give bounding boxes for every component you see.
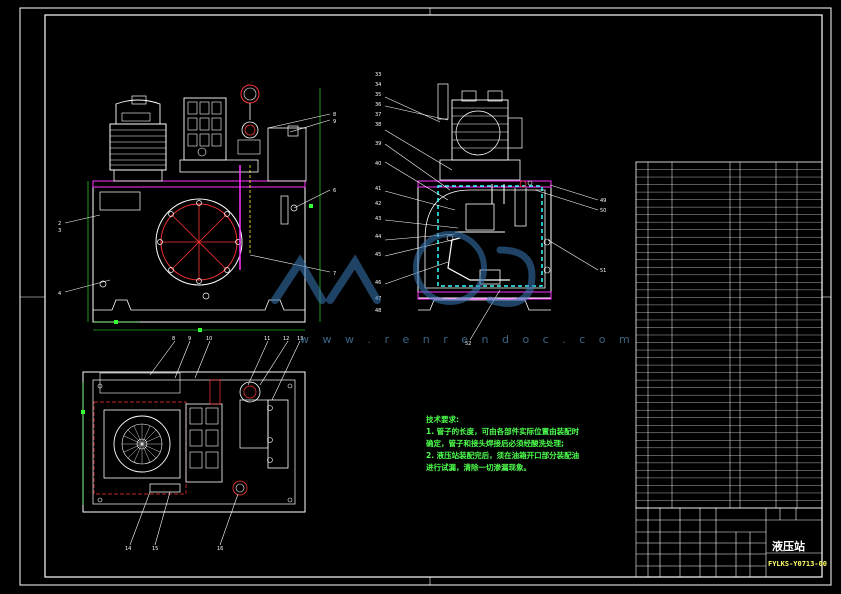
svg-text:46: 46 <box>375 280 381 286</box>
svg-text:41: 41 <box>375 186 381 192</box>
drawing-number: FYLKS-Y0713-00 <box>768 560 828 568</box>
svg-text:40: 40 <box>375 161 381 167</box>
notes-line: 1. 管子的长度，可由各部件实际位置由装配时 <box>426 427 580 436</box>
svg-text:36: 36 <box>375 102 381 108</box>
svg-text:8: 8 <box>172 336 175 342</box>
notes-heading: 技术要求: <box>426 415 459 424</box>
notes-line: 2. 液压站装配完后，须在油箱开口部分装配油 <box>426 451 580 460</box>
svg-text:52: 52 <box>465 341 471 347</box>
svg-text:34: 34 <box>375 82 381 88</box>
technical-requirements: 技术要求: 1. 管子的长度，可由各部件实际位置由装配时 确定，管子和接头焊接后… <box>426 414 616 474</box>
parts-list <box>635 161 823 509</box>
svg-text:10: 10 <box>206 336 212 342</box>
svg-text:14: 14 <box>125 546 131 552</box>
watermark-logo <box>271 231 536 307</box>
svg-text:35: 35 <box>375 92 381 98</box>
svg-text:3: 3 <box>58 228 61 234</box>
svg-text:39: 39 <box>375 141 381 147</box>
notes-line: 确定，管子和接头焊接后必须经酸洗处理; <box>426 439 564 448</box>
watermark-url: w w w . r e n r e n d o c . c o m <box>300 333 635 346</box>
svg-text:6: 6 <box>333 188 336 194</box>
svg-text:11: 11 <box>264 336 270 342</box>
svg-text:16: 16 <box>217 546 223 552</box>
svg-text:42: 42 <box>375 201 381 207</box>
svg-text:48: 48 <box>375 308 381 314</box>
svg-text:49: 49 <box>600 198 606 204</box>
front-view: 23 4 6 7 89 <box>58 84 336 332</box>
top-view: 8 9 10 11 12 13 14 15 16 <box>81 336 306 552</box>
svg-text:37: 37 <box>375 112 381 118</box>
svg-text:12: 12 <box>283 336 289 342</box>
svg-text:51: 51 <box>600 268 606 274</box>
svg-text:33: 33 <box>375 72 381 78</box>
svg-text:9: 9 <box>333 119 336 125</box>
svg-text:38: 38 <box>375 122 381 128</box>
title-block <box>635 507 823 578</box>
svg-text:2: 2 <box>58 221 61 227</box>
svg-text:8: 8 <box>333 112 336 118</box>
svg-text:44: 44 <box>375 234 381 240</box>
drawing-title: 液压站 <box>772 540 805 553</box>
outer-frame <box>19 7 832 586</box>
svg-text:43: 43 <box>375 216 381 222</box>
svg-text:4: 4 <box>58 291 61 297</box>
svg-text:13: 13 <box>297 336 303 342</box>
svg-text:7: 7 <box>333 271 336 277</box>
svg-text:9: 9 <box>188 336 191 342</box>
svg-text:15: 15 <box>152 546 158 552</box>
notes-line: 进行试漏，清除一切渗漏现象。 <box>426 463 531 472</box>
svg-text:45: 45 <box>375 252 381 258</box>
svg-text:50: 50 <box>600 208 606 214</box>
